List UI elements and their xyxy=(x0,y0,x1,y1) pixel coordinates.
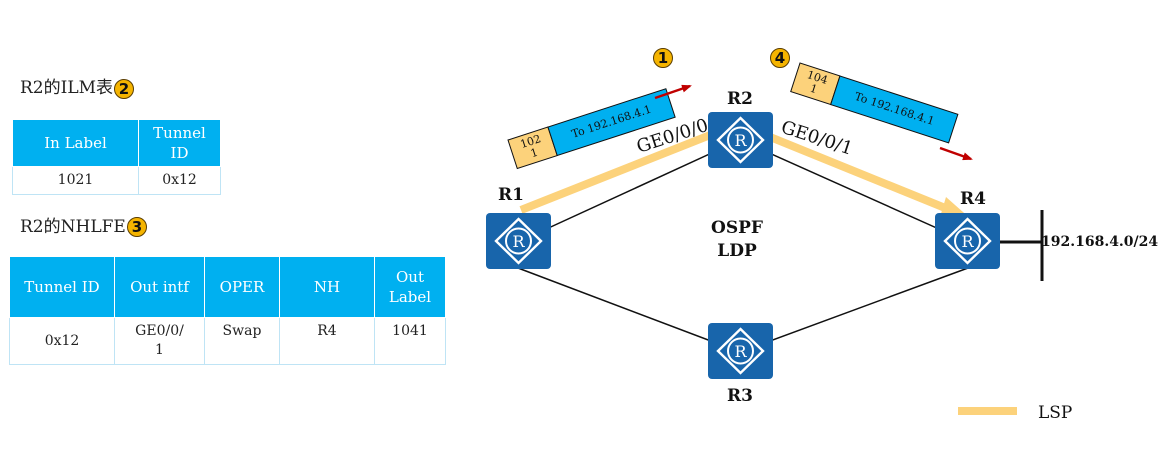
router-icon-r1 xyxy=(484,211,553,271)
ilm-cell-in-label: 1021 xyxy=(12,166,139,195)
router-label-r3: R3 xyxy=(727,386,753,406)
link-r2-r4 xyxy=(739,139,969,243)
step-marker-icon-1: 1 xyxy=(653,48,673,68)
step-marker-icon-4: 4 xyxy=(770,48,790,68)
legend-lsp-label: LSP xyxy=(1038,403,1072,423)
ilm-cell-tunnel-id: 0x12 xyxy=(138,166,221,195)
packet-outgoing-arrow xyxy=(939,146,973,161)
packet-incoming-arrow xyxy=(654,84,692,100)
network-label: 192.168.4.0/24 xyxy=(1041,234,1158,250)
nhlfe-header-oper: OPER xyxy=(204,256,280,318)
ilm-caption: R2的ILM表 xyxy=(20,78,114,98)
link-r3-r4 xyxy=(739,267,969,353)
nhlfe-table: Tunnel ID Out intf OPER NH Out Label 0x1… xyxy=(9,256,446,365)
packet-incoming-label: 1021 xyxy=(518,132,543,161)
nhlfe-header-tunnel-id: Tunnel ID xyxy=(9,256,115,318)
packet-outgoing-payload: To 192.168.4.1 xyxy=(852,89,936,128)
packet-outgoing-payload-fo: To 192.168.4.1 xyxy=(831,76,958,143)
router-label-r2: R2 xyxy=(727,89,753,109)
router-label-r4: R4 xyxy=(960,189,986,209)
ilm-header-in-label: In Label xyxy=(12,119,139,167)
router-label-r1: R1 xyxy=(498,185,524,205)
ilm-table: In Label Tunnel ID 1021 0x12 xyxy=(12,119,221,195)
protocol-ospf: OSPF xyxy=(711,218,763,238)
nhlfe-cell-out-intf: GE0/0/1 xyxy=(114,317,205,365)
packet-incoming-payload-box xyxy=(547,88,676,157)
packet-outgoing-label: 1041 xyxy=(805,68,830,97)
nhlfe-cell-tunnel-id: 0x12 xyxy=(9,317,115,365)
protocol-ldp: LDP xyxy=(717,241,757,261)
nhlfe-cell-out-label: 1041 xyxy=(374,317,446,365)
link-r1-r2 xyxy=(517,139,741,243)
packet-outgoing: 1041 To 192.168.4.1 xyxy=(790,62,959,144)
step-marker-icon-2: 2 xyxy=(114,79,134,99)
router-icon-r3 xyxy=(706,321,775,381)
nhlfe-cell-oper: Swap xyxy=(204,317,280,365)
packet-outgoing-payload-box xyxy=(830,75,959,144)
ilm-header-tunnel-id: Tunnel ID xyxy=(138,119,221,167)
link-r1-r3 xyxy=(517,267,741,353)
packet-incoming: 1021 To 192.168.4.1 xyxy=(507,88,676,170)
router-icon-r4 xyxy=(933,211,1002,271)
nhlfe-cell-nh: R4 xyxy=(279,317,375,365)
packet-outgoing-payload-wrap: To 192.168.4.1 xyxy=(831,76,958,143)
nhlfe-caption: R2的NHLFE xyxy=(20,217,126,237)
step-marker-icon-3: 3 xyxy=(127,217,147,237)
router-icon-r2 xyxy=(706,110,775,170)
nhlfe-header-nh: NH xyxy=(279,256,375,318)
nhlfe-cell-out-intf-text: GE0/0/1 xyxy=(135,323,184,358)
